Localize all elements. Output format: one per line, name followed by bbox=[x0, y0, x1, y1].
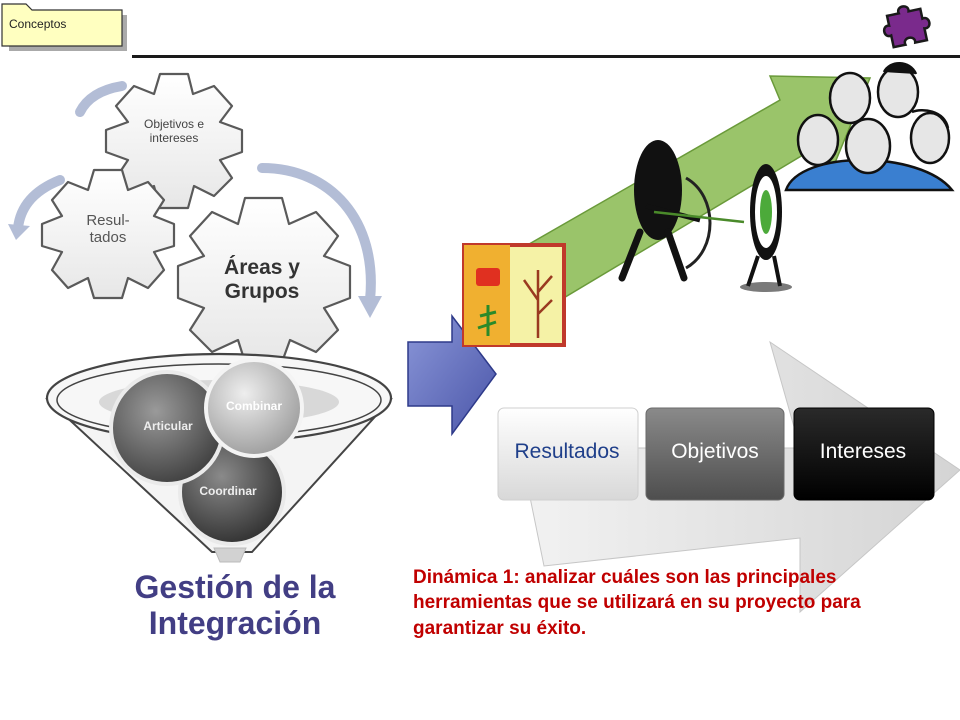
step-objetivos-label: Objetivos bbox=[671, 440, 759, 463]
circle-coordinar-label: Coordinar bbox=[199, 484, 257, 498]
circle-articular-label: Articular bbox=[143, 419, 193, 433]
gear-objetivos-label: Objetivos e intereses bbox=[143, 117, 205, 145]
cycle-arrows bbox=[13, 81, 376, 305]
dinamica-note: Dinámica 1: analizar cuáles son las prin… bbox=[413, 567, 861, 639]
gear-areas-label: Áreas y Grupos bbox=[224, 256, 300, 304]
chevron-intereses bbox=[793, 407, 935, 501]
step-resultados-label: Resultados bbox=[514, 440, 620, 463]
gear-resultados bbox=[40, 168, 176, 300]
puzzle-piece-icon bbox=[882, 5, 931, 49]
header-rule bbox=[132, 55, 960, 58]
gear-objetivos bbox=[104, 72, 244, 210]
team-people-illustration bbox=[784, 62, 955, 192]
circle-combinar-label: Combinar bbox=[225, 399, 282, 413]
circle-combinar bbox=[204, 358, 304, 458]
archer-illustration bbox=[618, 140, 745, 282]
chevron-objetivos bbox=[645, 407, 785, 501]
gear-resultados-label: Resul- tados bbox=[86, 212, 130, 247]
funnel-title: Gestión de la Integración bbox=[134, 569, 336, 641]
chevron-resultados bbox=[497, 407, 639, 501]
step-intereses-label: Intereses bbox=[819, 440, 907, 463]
tab-label: Conceptos bbox=[9, 17, 67, 31]
target-illustration bbox=[740, 164, 792, 292]
conceptos-tab[interactable] bbox=[0, 0, 128, 52]
garden-illustration bbox=[462, 243, 566, 347]
